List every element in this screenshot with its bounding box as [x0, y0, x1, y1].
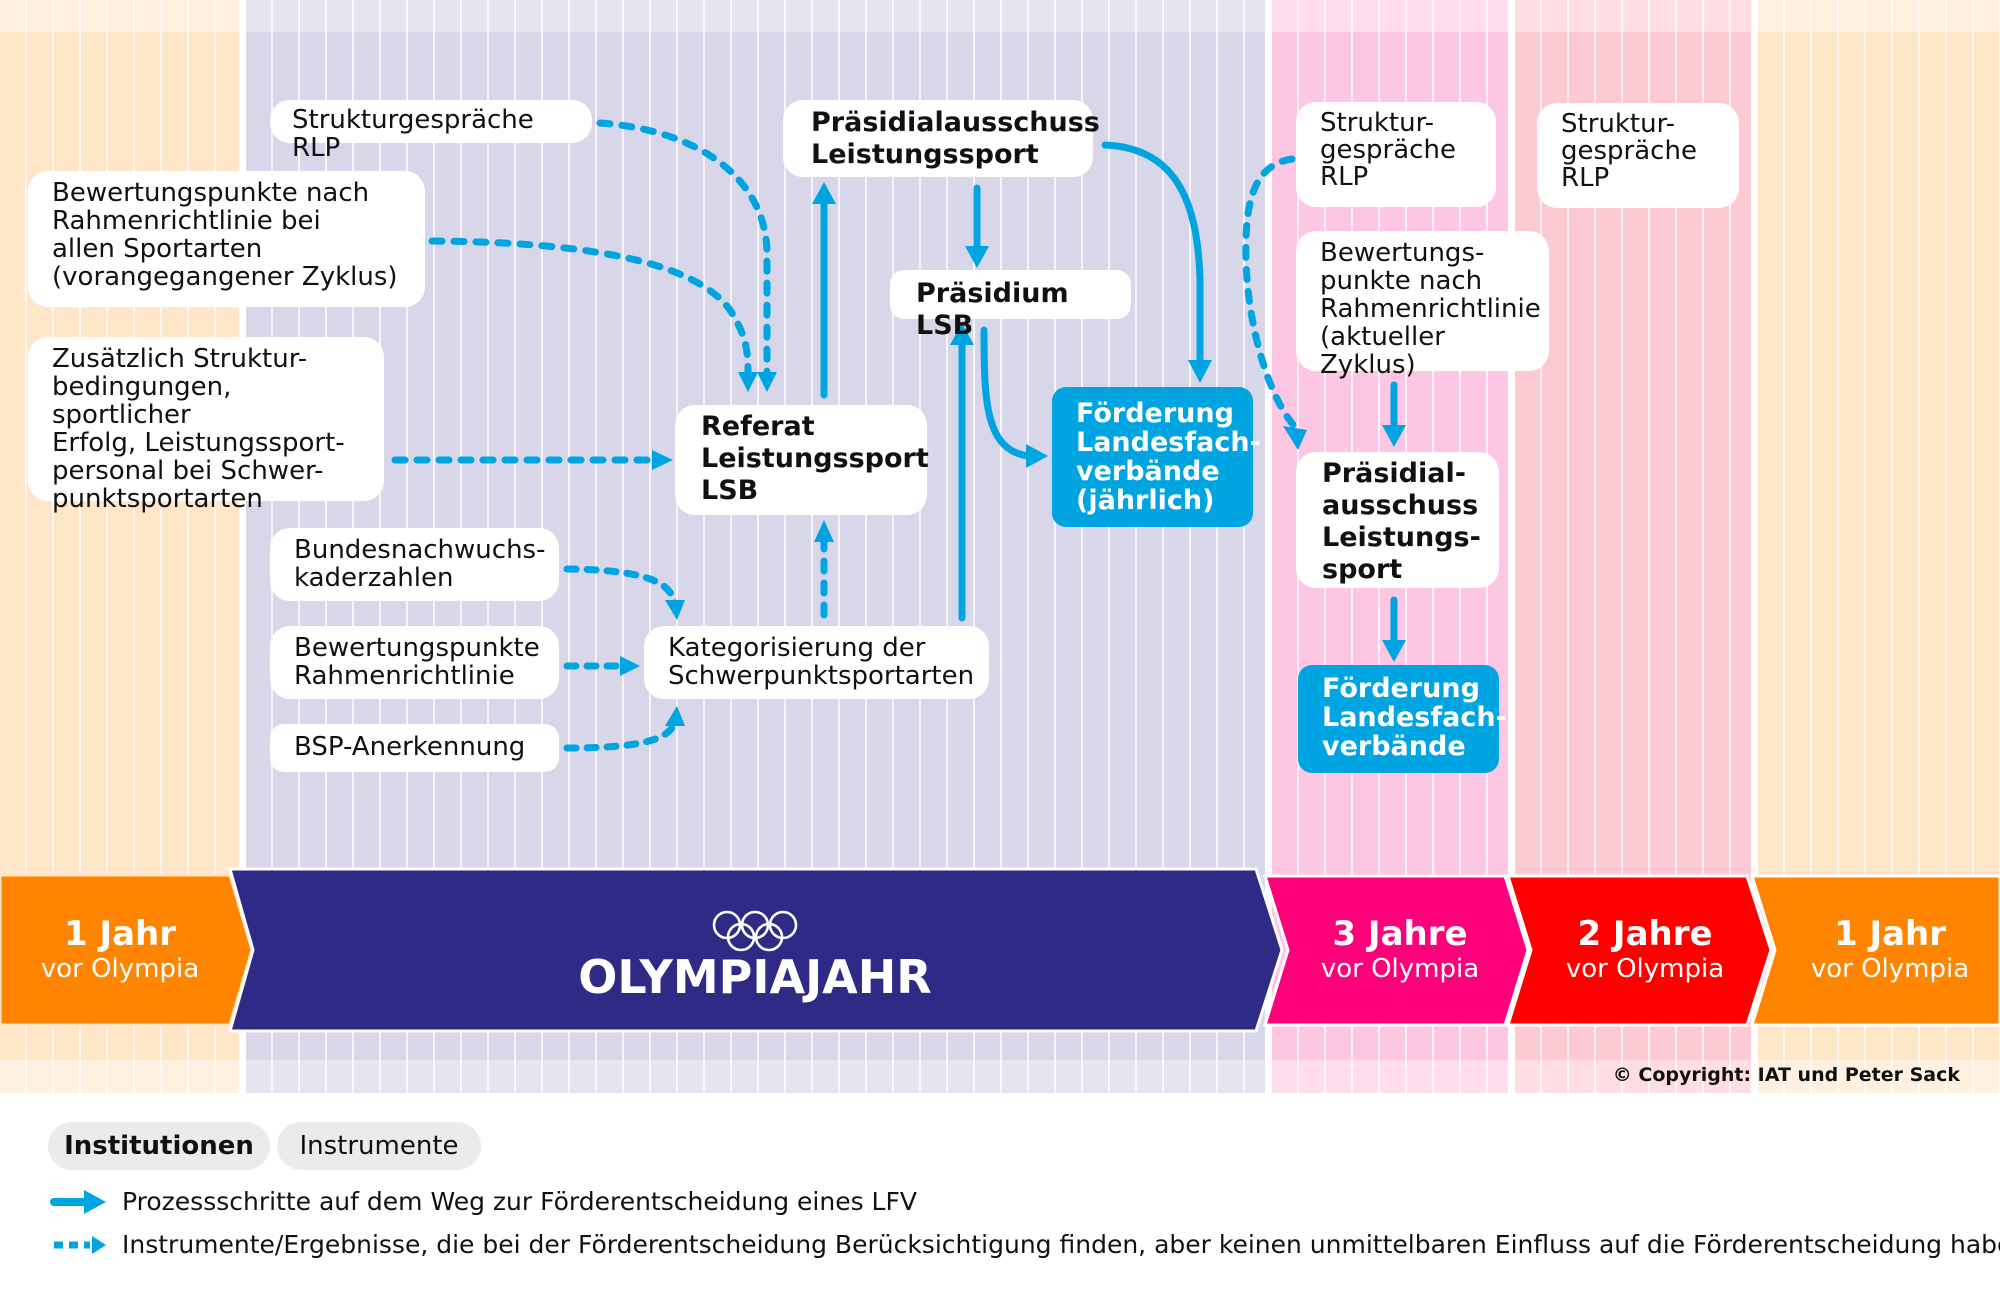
- box-bundesnachwuchskaderzahlen: Bundesnachwuchs- kaderzahlen: [270, 528, 559, 601]
- copyright: © Copyright: IAT und Peter Sack: [1612, 1064, 1960, 1086]
- band-olympiajahr: [228, 867, 1284, 1033]
- box-foerderung-landesfachverbaende-jaehrlich: Förderung Landesfach- verbände (jährlich…: [1052, 387, 1261, 527]
- band-year: 1 Jahr: [63, 914, 177, 954]
- box-kategorisierung-schwerpunktsportarten: Kategorisierung der Schwerpunktsportarte…: [644, 626, 989, 699]
- band-label-olympiajahr: OLYMPIAJAHR: [500, 952, 1010, 1002]
- legend-solid-text: Prozessschritte auf dem Weg zur Förderen…: [122, 1187, 917, 1216]
- legend-pill-institutionen: Institutionen: [48, 1122, 270, 1170]
- band-year: OLYMPIAJAHR: [578, 950, 932, 1004]
- band-subtitle: vor Olympia: [1565, 954, 1725, 984]
- dashed-arrow-icon: [54, 1236, 106, 1254]
- band-year: 1 Jahr: [1833, 914, 1947, 954]
- band-label-1-jahr-next: 1 Jahr vor Olympia: [1780, 914, 2000, 984]
- band-subtitle: vor Olympia: [1810, 954, 1970, 984]
- solid-arrow-icon: [50, 1190, 106, 1214]
- box-strukturgespraeche-rlp: Strukturgespräche RLP: [270, 100, 592, 162]
- box-bewertungspunkte-rahmenrichtlinie: Bewertungspunkte Rahmenrichtlinie: [270, 626, 559, 699]
- olympic-rings-icon: [712, 910, 798, 952]
- band-subtitle: vor Olympia: [40, 954, 200, 984]
- box-strukturgespraeche-rlp-3j: Struktur- gespräche RLP: [1296, 102, 1496, 207]
- box-bewertungspunkte-aktueller-zyklus: Bewertungs- punkte nach Rahmenrichtlinie…: [1296, 231, 1549, 379]
- box-strukturgespraeche-rlp-2j: Struktur- gespräche RLP: [1537, 103, 1739, 208]
- box-praesidium-lsb: Präsidium LSB: [890, 270, 1131, 341]
- legend-pill-instrumente: Instrumente: [277, 1122, 481, 1170]
- box-bsp-anerkennung: BSP-Anerkennung: [270, 724, 559, 772]
- band-3-jahre: [1262, 874, 1530, 1027]
- band-subtitle: vor Olympia: [1320, 954, 1480, 984]
- box-foerderung-landesfachverbaende-3j: Förderung Landesfach- verbände: [1298, 665, 1507, 773]
- box-praesidialausschuss-leistungssport: Präsidialausschuss Leistungssport: [783, 100, 1100, 177]
- band-year: 3 Jahre: [1332, 914, 1468, 954]
- band-label-3-jahre: 3 Jahre vor Olympia: [1290, 914, 1510, 984]
- box-praesidialausschuss-3j: Präsidial- ausschuss Leistungs- sport: [1296, 452, 1499, 588]
- band-2-jahre: [1505, 874, 1773, 1027]
- band-label-2-jahre: 2 Jahre vor Olympia: [1535, 914, 1755, 984]
- band-label-1-jahr: 1 Jahr vor Olympia: [20, 914, 220, 984]
- box-bewertungspunkte-vorangegangener-zyklus: Bewertungspunkte nach Rahmenrichtlinie b…: [28, 171, 425, 307]
- box-zusaetzlich-strukturbedingungen: Zusätzlich Struktur- bedingungen, sportl…: [28, 337, 384, 513]
- box-referat-leistungssport-lsb: Referat Leistungssport LSB: [675, 405, 929, 515]
- band-1-jahr-next: [1749, 874, 2000, 1027]
- band-year: 2 Jahre: [1577, 914, 1713, 954]
- legend-dashed-text: Instrumente/Ergebnisse, die bei der Förd…: [122, 1230, 2000, 1259]
